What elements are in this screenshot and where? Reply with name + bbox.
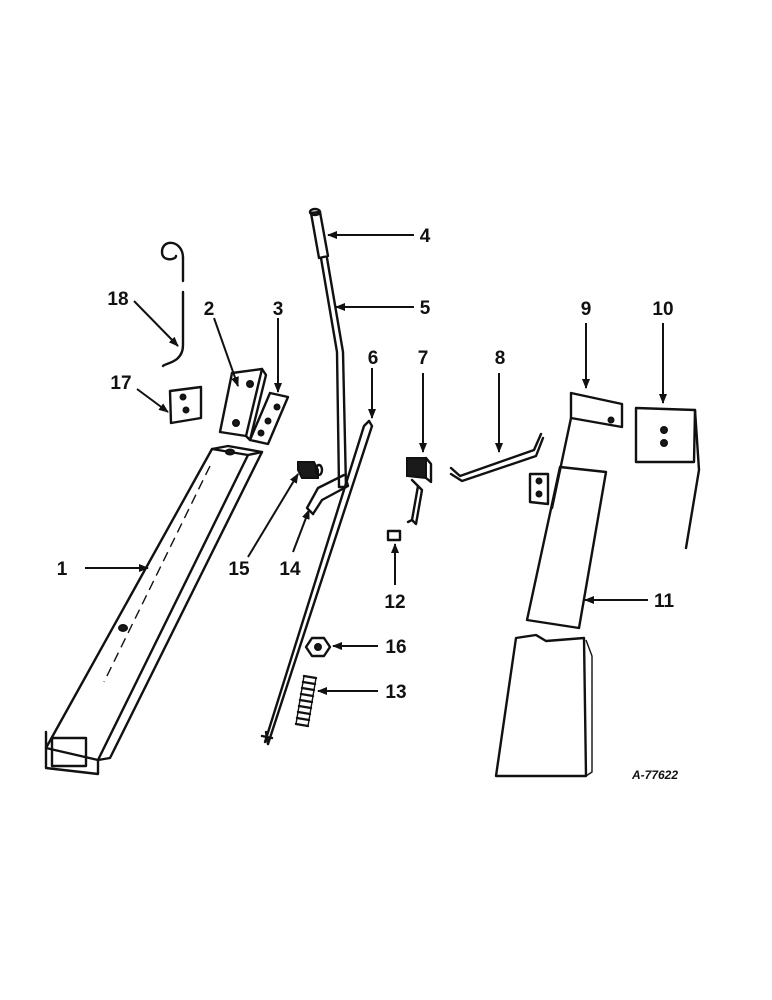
callout-15: 15 xyxy=(228,559,250,580)
part-6-rod xyxy=(260,419,374,746)
leader-2 xyxy=(213,317,239,387)
part-9-bracket xyxy=(528,391,624,510)
callout-13: 13 xyxy=(385,682,406,703)
part-7-bracket xyxy=(406,456,433,526)
part-16-nut xyxy=(304,636,332,658)
leader-lines xyxy=(85,231,667,695)
part-11-shield xyxy=(494,465,608,778)
callout-10: 10 xyxy=(652,299,673,320)
callout-3: 3 xyxy=(273,299,284,320)
part-10-plate xyxy=(634,406,701,550)
part-3-plate xyxy=(248,391,290,446)
leader-18 xyxy=(133,300,179,347)
leader-17 xyxy=(136,388,169,413)
part-13-spring xyxy=(294,674,318,728)
callout-16: 16 xyxy=(385,637,406,658)
part-18-hair-pin xyxy=(160,241,185,368)
callout-17: 17 xyxy=(110,373,131,394)
callout-6: 6 xyxy=(368,348,379,369)
callout-14: 14 xyxy=(279,559,301,580)
callout-labels: 1 2 3 4 5 6 7 8 9 10 11 12 13 14 15 16 1… xyxy=(57,226,675,703)
callout-2: 2 xyxy=(204,299,215,320)
part-14-bracket xyxy=(305,473,350,516)
part-8-bent-rod xyxy=(449,432,545,483)
callout-5: 5 xyxy=(420,298,431,319)
callout-1: 1 xyxy=(57,559,68,580)
callout-7: 7 xyxy=(418,348,429,369)
part-1-square-tube xyxy=(44,444,264,776)
part-4-handle-grip xyxy=(308,207,330,260)
callout-11: 11 xyxy=(654,591,675,612)
part-15-bushing xyxy=(297,461,324,479)
callout-12: 12 xyxy=(384,592,405,613)
part-17-plate xyxy=(168,385,203,425)
part-5-lever xyxy=(319,256,348,489)
figure-reference: A-77622 xyxy=(631,768,678,782)
part-12-block xyxy=(386,529,402,542)
callout-18: 18 xyxy=(107,289,128,310)
callout-4: 4 xyxy=(420,226,431,247)
callout-8: 8 xyxy=(495,348,506,369)
part-2-plate xyxy=(218,367,268,442)
leader-15 xyxy=(247,473,299,558)
leader-14 xyxy=(292,509,310,553)
callout-9: 9 xyxy=(581,299,592,320)
